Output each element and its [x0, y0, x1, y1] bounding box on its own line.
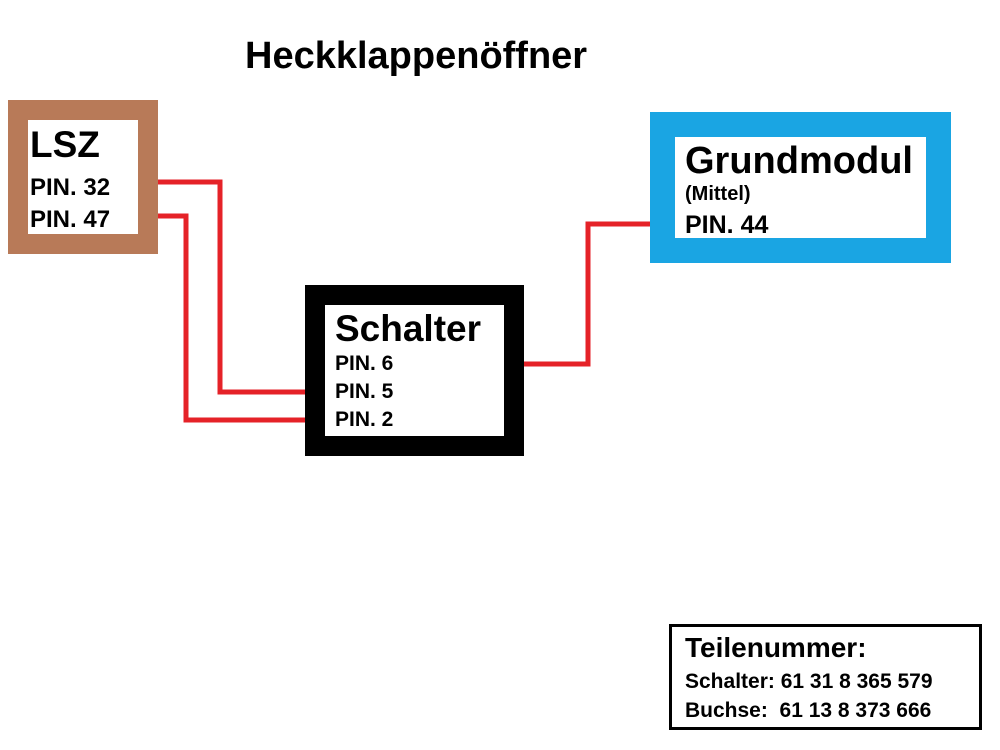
schalter-pin-5: PIN. 5 [335, 380, 394, 403]
lsz-pin-32: PIN. 32 [30, 174, 111, 201]
schalter-module: Schalter PIN. 6 PIN. 5 PIN. 2 [305, 285, 524, 456]
diagram-title: Heckklappenöffner [245, 35, 588, 77]
lsz-pin-47: PIN. 47 [30, 206, 111, 233]
grundmodul-pin-44: PIN. 44 [685, 211, 769, 239]
grundmodul-module: Grundmodul (Mittel) PIN. 44 [650, 112, 951, 263]
schalter-pin-2: PIN. 2 [335, 408, 394, 431]
part-number-schalter: Schalter: 61 31 8 365 579 [685, 670, 933, 693]
part-numbers-heading: Teilenummer: [685, 632, 867, 663]
wire-schalter6-grundmodul44 [504, 221, 675, 367]
part-numbers-box: Teilenummer: Schalter: 61 31 8 365 579 B… [669, 624, 982, 730]
schalter-pin-6: PIN. 6 [335, 352, 394, 375]
part-number-buchse: Buchse: 61 13 8 373 666 [685, 699, 932, 722]
lsz-module: LSZ PIN. 32 PIN. 47 [8, 100, 158, 254]
grundmodul-name: Grundmodul [685, 140, 913, 182]
lsz-name: LSZ [30, 124, 100, 165]
grundmodul-subtitle: (Mittel) [685, 183, 751, 205]
wire-lsz32-schalter5 [138, 179, 325, 395]
schalter-name: Schalter [335, 308, 482, 349]
wire-lsz47-schalter2 [138, 213, 325, 423]
